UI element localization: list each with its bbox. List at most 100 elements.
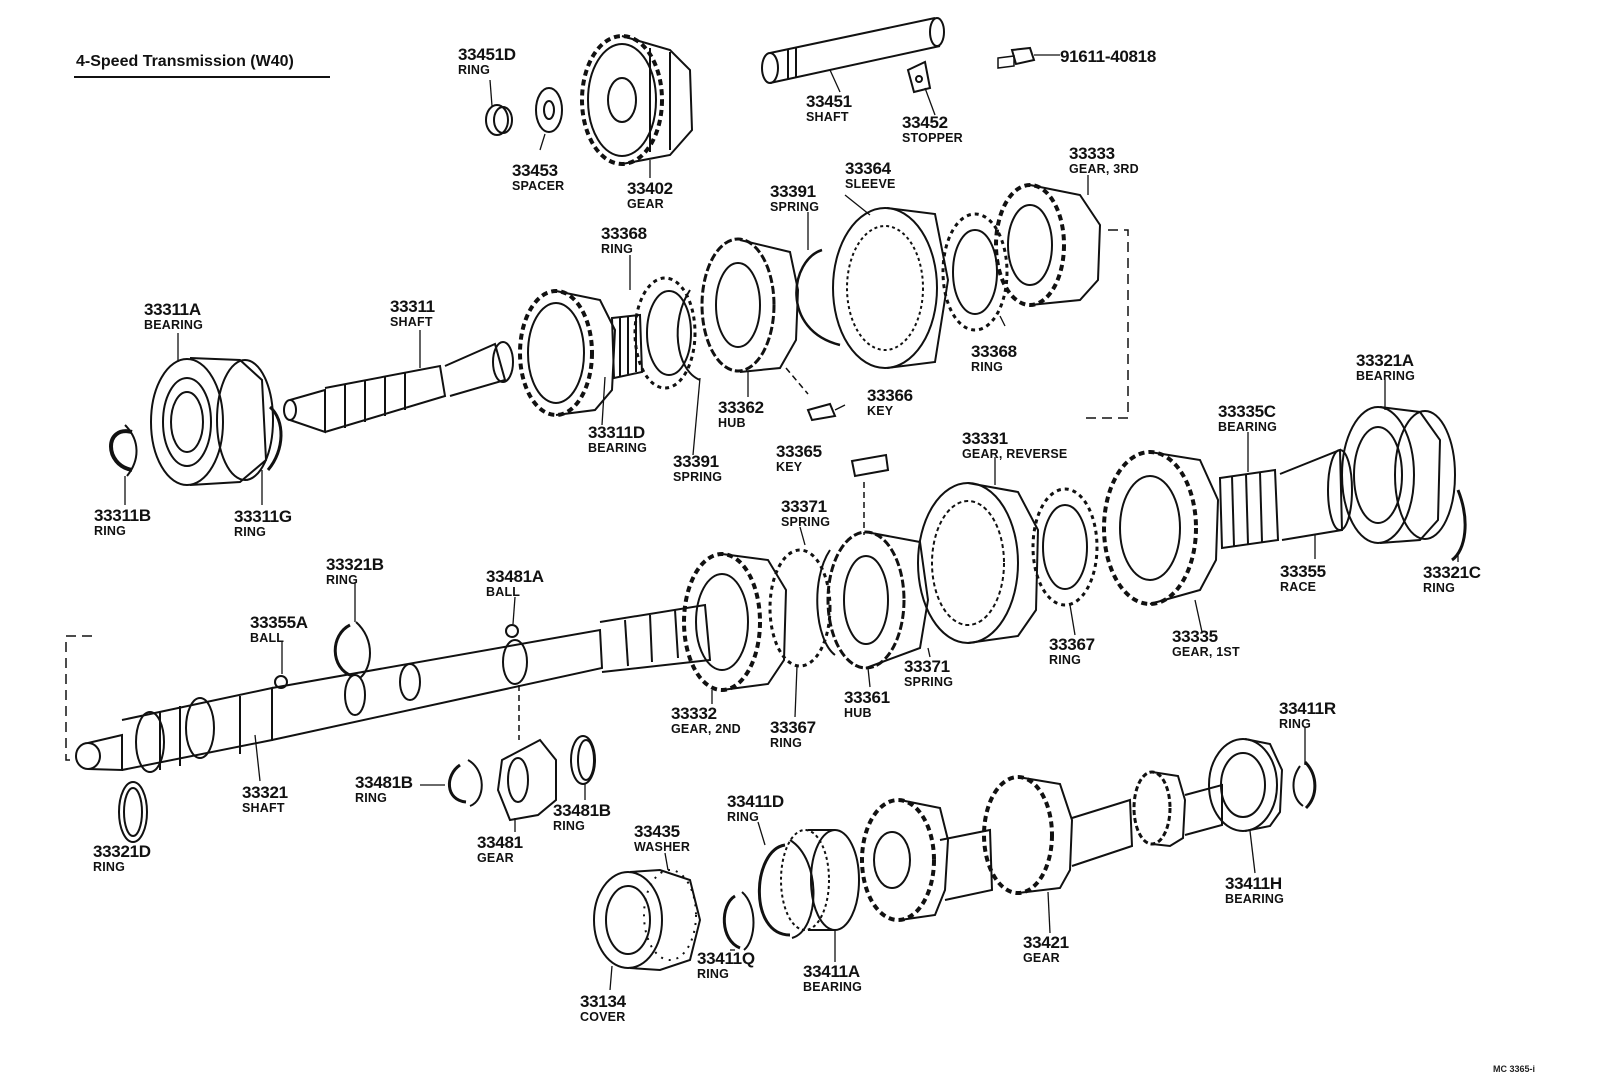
shaft-33451-part bbox=[761, 17, 945, 84]
bearing-33311a-part bbox=[150, 357, 274, 486]
bearing-33411h-part bbox=[1208, 738, 1284, 832]
hub-33362-part bbox=[700, 237, 800, 373]
ring-33411q-part bbox=[722, 891, 755, 951]
ring-33321d-part bbox=[118, 781, 148, 843]
ring-33368a-part bbox=[633, 276, 697, 390]
stopper-33452-part bbox=[906, 60, 932, 94]
bolt-91611-part bbox=[997, 46, 1060, 69]
ring-33411r-part bbox=[1292, 760, 1317, 810]
gear-3rd-input-part bbox=[518, 289, 617, 417]
bearing-33321a-part bbox=[1341, 406, 1456, 544]
ball-33481a-part bbox=[505, 624, 519, 638]
gear-33333-part bbox=[994, 183, 1102, 307]
ring-33321c-part bbox=[1451, 489, 1467, 562]
ring-33411d-part bbox=[758, 839, 815, 939]
diagram-title: 4-Speed Transmission (W40) bbox=[76, 53, 294, 70]
spacer-33453-part bbox=[535, 87, 563, 133]
title-underline bbox=[74, 76, 330, 78]
drawing-code: MC 3365-i bbox=[1493, 1064, 1536, 1074]
gear-33332-part bbox=[682, 552, 788, 692]
ring-33311b-part bbox=[109, 424, 138, 477]
spring-33391a-part bbox=[795, 248, 841, 347]
gear-33335-part bbox=[1102, 450, 1220, 606]
race-33355-part bbox=[1279, 448, 1353, 541]
ring-33367b-part bbox=[768, 548, 832, 668]
gear-33481-part bbox=[496, 738, 557, 822]
ring-33481b-left-part bbox=[447, 759, 483, 807]
hub-33361-part bbox=[826, 530, 930, 670]
washer-33435-part bbox=[643, 869, 697, 961]
ring-33481b-right-part bbox=[570, 735, 596, 785]
gear-33402-part bbox=[580, 34, 694, 166]
cover-33134-part bbox=[593, 868, 702, 972]
leader-lines bbox=[124, 69, 1459, 991]
shaft-33311-part bbox=[283, 341, 514, 434]
ring-33311g-part bbox=[266, 405, 283, 471]
ball-33355a-part bbox=[274, 675, 288, 689]
key-33366-part bbox=[806, 402, 837, 422]
bearing-33335c-part bbox=[1218, 468, 1280, 550]
shaft-33321-part bbox=[75, 603, 712, 773]
gear-33421-part bbox=[860, 770, 1223, 922]
ring-33321b-part bbox=[333, 621, 371, 679]
spring-33371-part bbox=[816, 549, 836, 656]
spring-33391b-part bbox=[676, 289, 701, 381]
sleeve-33364-part bbox=[832, 207, 950, 369]
bearing-33411a-part bbox=[780, 829, 860, 931]
ring-33451d-part bbox=[485, 104, 513, 136]
bearing-33311d-part bbox=[610, 313, 644, 380]
ring-33367a-part bbox=[1031, 487, 1099, 607]
key-33365-part bbox=[850, 453, 890, 478]
gear-33331-part bbox=[917, 482, 1040, 644]
